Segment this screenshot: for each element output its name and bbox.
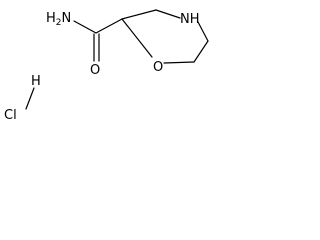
chemical-structure: H2N O NH O H Cl (4, 9, 209, 120)
bond-ring-c3-n4 (155, 9, 181, 19)
bond-nh2-carbonyl (73, 20, 97, 34)
bond-ring-c2-c3 (121, 9, 157, 20)
bond-ring-n4-c5 (197, 21, 209, 42)
atom-label-carbonyl-o: O (90, 63, 100, 78)
atom-label-hcl-cl: Cl (4, 108, 17, 120)
bond-ring-o1-c2 (121, 18, 153, 58)
atom-label-amide-nh2: H2N (46, 11, 71, 28)
bond-h-cl (25, 87, 35, 110)
atom-label-hcl-h: H (31, 74, 41, 89)
bond-ring-c5-c6 (193, 40, 209, 63)
bond-ring-c6-o1 (163, 61, 195, 64)
atom-label-ring-o: O (153, 60, 163, 75)
atom-label-ring-nh: NH (180, 12, 200, 27)
bond-carbonyl-ring (95, 18, 123, 34)
